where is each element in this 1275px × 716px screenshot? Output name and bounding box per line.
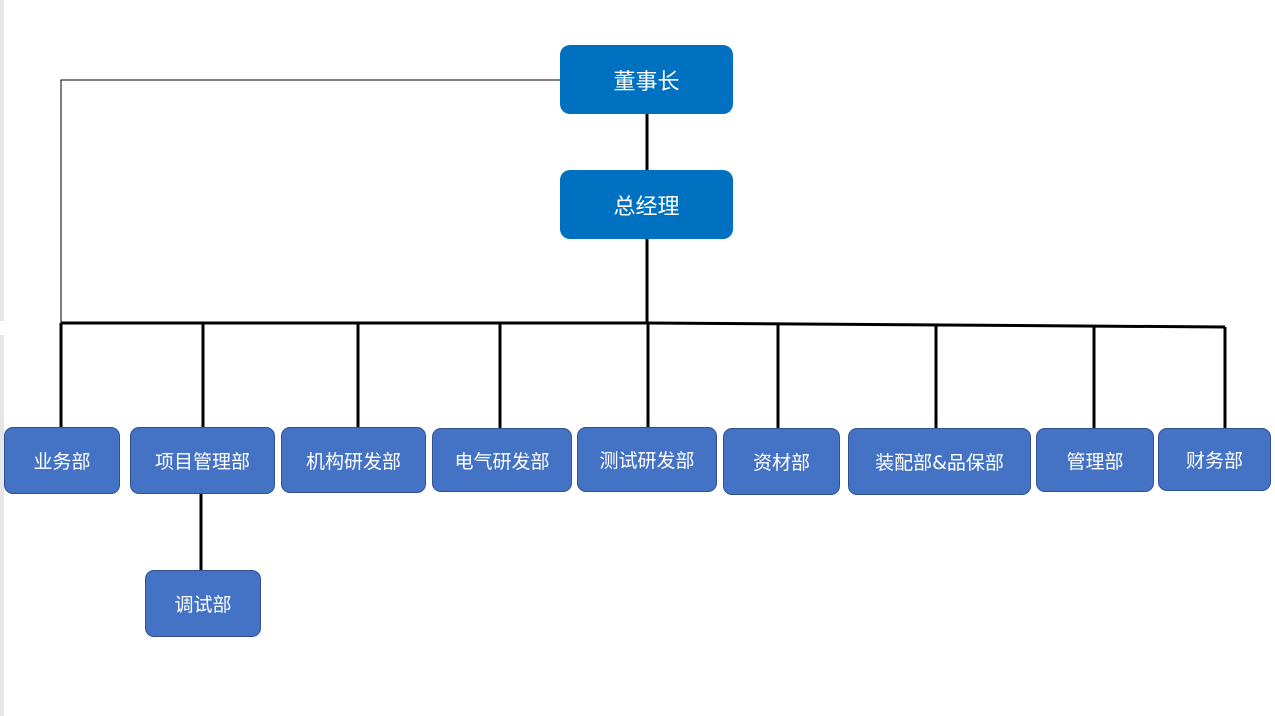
chairman-to-business-connector [60,79,560,323]
page-edge-top [0,0,4,321]
department-business: 业务部 [4,427,120,494]
page-edge-bottom [0,335,4,716]
department-assembly-qa: 装配部&品保部 [848,428,1031,495]
department-testing-rd: 测试研发部 [577,427,717,492]
department-electrical-rd: 电气研发部 [432,428,572,492]
department-materials: 资材部 [723,428,840,495]
department-finance: 财务部 [1158,428,1271,491]
general-manager-node: 总经理 [560,170,733,239]
chairman-node: 董事长 [560,45,733,114]
department-project-management: 项目管理部 [130,427,275,494]
department-mechanical-rd: 机构研发部 [281,427,426,493]
sub-department-commissioning: 调试部 [145,570,261,637]
department-management: 管理部 [1036,428,1154,492]
